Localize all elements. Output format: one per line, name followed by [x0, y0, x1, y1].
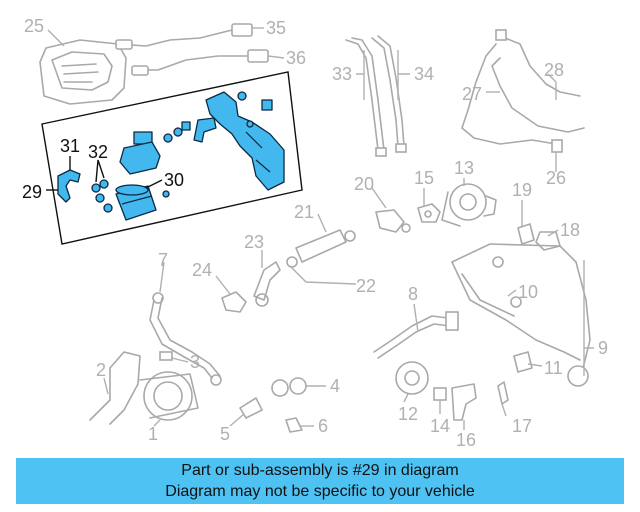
callout-27: 27 — [462, 84, 482, 104]
part-bracket-assembly — [193, 91, 285, 191]
part-vacuum-valve — [119, 121, 191, 198]
callout-30: 30 — [164, 170, 184, 190]
part-33-air-tube — [345, 37, 387, 157]
callout-3: 3 — [190, 352, 200, 372]
callout-16: 16 — [456, 430, 476, 450]
part-25-air-pump-housing — [39, 39, 127, 105]
part-36-oxygen-sensor — [131, 49, 269, 76]
part-12-valve — [395, 361, 429, 395]
parts-diagram: 1 2 3 4 5 6 7 8 9 10 11 12 13 14 15 16 1… — [22, 16, 608, 450]
part-31-hose — [57, 169, 81, 203]
callout-28: 28 — [544, 60, 564, 80]
callout-25: 25 — [24, 16, 44, 36]
callout-13: 13 — [454, 158, 474, 178]
callout-24: 24 — [192, 260, 212, 280]
part-20-connector — [375, 209, 411, 233]
callout-9: 9 — [598, 338, 608, 358]
callout-20: 20 — [354, 174, 374, 194]
leader-lines — [46, 27, 594, 430]
banner-part-text: Part or sub-assembly is #29 in diagram — [181, 462, 459, 479]
callout-14: 14 — [430, 416, 450, 436]
part-30-filter — [115, 184, 157, 221]
part-8-pipe — [373, 311, 459, 359]
callout-4: 4 — [330, 376, 340, 396]
part-9-pipe-assembly — [451, 243, 591, 373]
callout-29: 29 — [22, 182, 42, 202]
callout-6: 6 — [318, 416, 328, 436]
callout-26: 26 — [546, 168, 566, 188]
part-16-pipe — [451, 383, 477, 421]
part-11-gasket — [513, 351, 589, 387]
part-info-banner: Part or sub-assembly is #29 in diagram D… — [16, 458, 624, 504]
part-21-pipe — [295, 229, 356, 263]
part-26-clamp — [551, 139, 563, 153]
part-14-gasket — [433, 387, 447, 401]
callout-labels: 1 2 3 4 5 6 7 8 9 10 11 12 13 14 15 16 1… — [22, 16, 608, 450]
callout-5: 5 — [220, 424, 230, 444]
part-28-air-hose — [495, 29, 581, 97]
callout-36: 36 — [286, 48, 306, 68]
callout-7: 7 — [158, 250, 168, 270]
callout-10: 10 — [518, 282, 538, 302]
part-7-pipe — [149, 292, 222, 386]
callout-21: 21 — [294, 202, 314, 222]
callout-1: 1 — [148, 424, 158, 444]
callout-17: 17 — [512, 416, 532, 436]
part-32-clamp — [91, 179, 113, 213]
part-15-gasket — [417, 203, 441, 223]
part-22-clamp — [286, 256, 298, 268]
part-19-gasket — [517, 223, 535, 245]
part-17-gasket — [497, 381, 509, 405]
part-13-valve — [441, 183, 497, 227]
part-3-fitting — [159, 351, 173, 361]
callout-33: 33 — [332, 64, 352, 84]
callout-2: 2 — [96, 360, 106, 380]
part-24-gasket — [221, 291, 247, 313]
part-18-pipe — [535, 231, 561, 251]
part-10-clamp — [492, 256, 522, 308]
callout-32: 32 — [88, 142, 108, 162]
callout-35: 35 — [266, 18, 286, 38]
callout-15: 15 — [414, 168, 434, 188]
callout-18: 18 — [560, 220, 580, 240]
banner-disclaimer-text: Diagram may not be specific to your vehi… — [165, 483, 475, 500]
part-34-air-tube — [371, 35, 407, 153]
callout-34: 34 — [414, 64, 434, 84]
callout-31: 31 — [60, 136, 80, 156]
callout-8: 8 — [408, 284, 418, 304]
part-2-bracket — [89, 351, 141, 425]
part-4-fitting — [271, 377, 307, 397]
part-27-air-hose — [461, 43, 585, 145]
part-6-clamp — [285, 417, 303, 433]
callout-11: 11 — [544, 358, 563, 378]
callout-22: 22 — [356, 276, 376, 296]
part-1-air-pump — [139, 371, 199, 421]
callout-12: 12 — [398, 404, 418, 424]
callout-19: 19 — [512, 180, 532, 200]
part-23-pipe — [253, 261, 281, 307]
part-35-oxygen-sensor — [115, 23, 253, 50]
callout-23: 23 — [244, 232, 264, 252]
